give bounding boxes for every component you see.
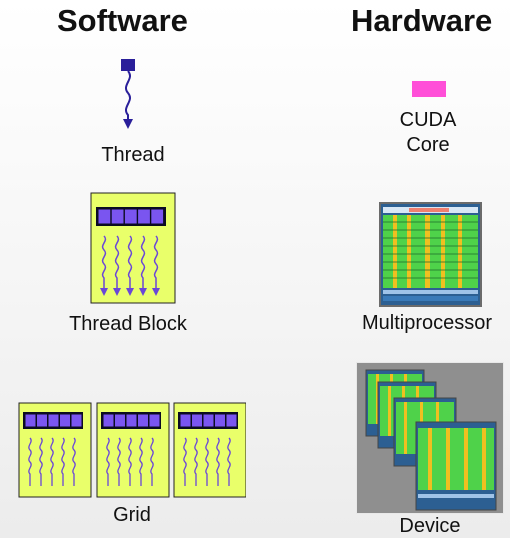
- thread-label: Thread: [101, 144, 165, 166]
- thread-block-label: Thread Block: [69, 313, 187, 335]
- multiprocessor-icon: [379, 202, 482, 307]
- software-heading: Software: [57, 3, 188, 38]
- grid-icon: [18, 402, 246, 498]
- thread-block-icon: [90, 192, 176, 304]
- cuda-core-label-line1: CUDA: [399, 109, 457, 131]
- cuda-core-icon: [412, 81, 446, 97]
- thread-icon: [121, 59, 135, 129]
- grid-label: Grid: [113, 504, 151, 526]
- hardware-heading: Hardware: [351, 3, 493, 38]
- device-icon: [356, 362, 504, 514]
- device-label: Device: [399, 515, 461, 537]
- multiprocessor-label: Multiprocessor: [361, 312, 493, 334]
- cuda-core-label-line2: Core: [406, 134, 450, 156]
